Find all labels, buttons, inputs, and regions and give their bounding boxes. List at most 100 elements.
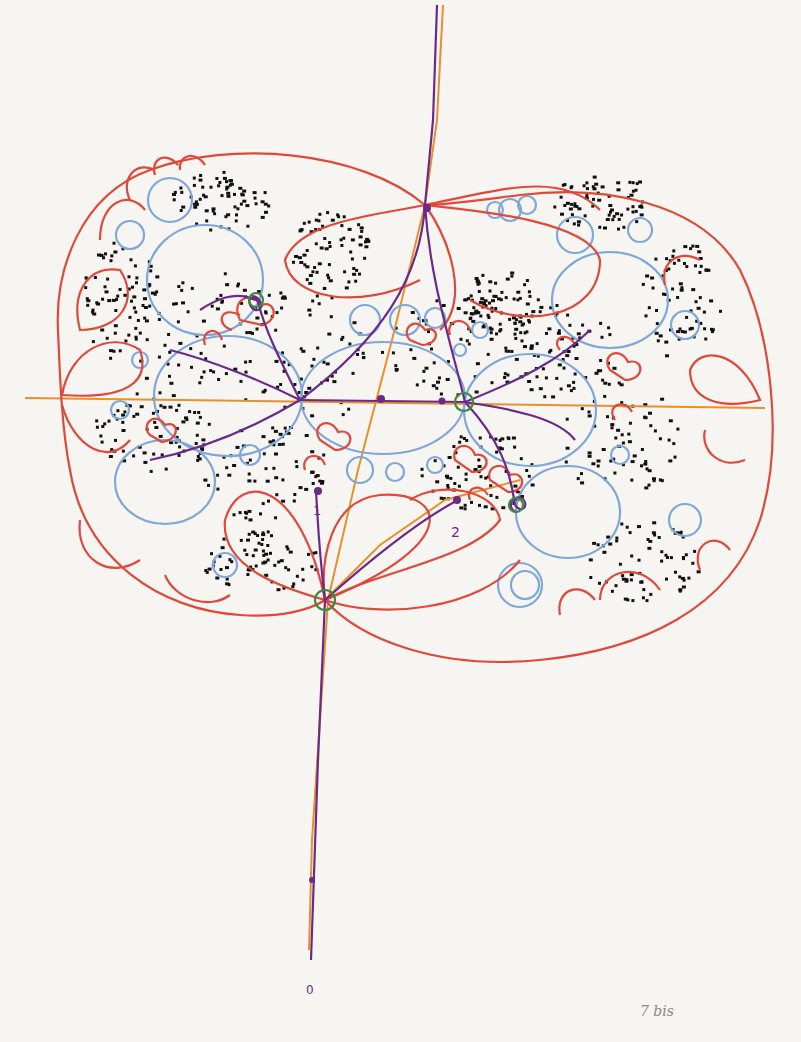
speckle	[109, 349, 113, 352]
speckle	[132, 415, 135, 418]
speckle	[585, 194, 588, 197]
speckle	[536, 342, 539, 345]
speckle	[210, 552, 213, 555]
point-label: 2	[451, 525, 460, 539]
speckle	[267, 500, 270, 503]
speckle	[167, 333, 170, 336]
speckle	[340, 244, 343, 247]
speckle	[345, 286, 349, 289]
speckle	[92, 309, 95, 312]
speckle	[446, 476, 449, 479]
speckle	[320, 482, 324, 485]
speckle	[622, 226, 625, 229]
speckle	[261, 538, 264, 541]
speckle	[570, 186, 573, 189]
speckle	[649, 593, 652, 596]
speckle	[351, 258, 354, 261]
speckle	[225, 283, 229, 286]
speckle	[567, 384, 571, 387]
speckle	[514, 337, 517, 340]
speckle	[672, 442, 675, 445]
speckle	[647, 547, 651, 550]
speckle	[209, 369, 212, 372]
speckle	[411, 311, 415, 314]
speckle	[276, 311, 279, 314]
speckle	[274, 476, 278, 479]
speckle	[465, 298, 468, 301]
speckle	[199, 198, 202, 201]
speckle	[463, 437, 466, 440]
speckle	[644, 416, 648, 419]
speckle	[495, 496, 498, 499]
speckle	[626, 526, 629, 529]
speckle	[681, 330, 684, 333]
speckle	[556, 304, 559, 307]
speckle	[611, 218, 614, 221]
speckle	[505, 296, 508, 299]
speckle	[362, 356, 365, 359]
speckle	[233, 193, 236, 196]
speckle	[195, 442, 198, 445]
speckle	[215, 577, 219, 580]
speckle	[332, 380, 336, 383]
purple-curves	[150, 5, 590, 960]
speckle	[196, 434, 199, 437]
speckle	[633, 454, 637, 457]
speckle	[136, 392, 139, 395]
speckle	[693, 550, 696, 553]
speckle	[261, 533, 265, 536]
speckle	[107, 299, 111, 302]
speckle	[356, 353, 359, 356]
speckle	[348, 343, 351, 346]
speckle	[648, 412, 652, 415]
speckle	[270, 534, 273, 537]
speckle	[471, 320, 475, 323]
speckle	[468, 343, 471, 346]
speckle	[620, 214, 623, 217]
speckle	[225, 466, 228, 469]
speckle	[577, 332, 581, 335]
purple-dots	[309, 204, 461, 883]
speckle	[683, 245, 687, 248]
speckle	[585, 181, 588, 184]
speckle	[199, 416, 202, 419]
speckle	[348, 228, 352, 231]
speckle	[510, 272, 514, 275]
speckle	[277, 588, 281, 591]
speckle	[258, 542, 261, 545]
speckle	[629, 422, 632, 425]
speckle	[326, 274, 329, 277]
speckle	[108, 420, 111, 423]
speckle	[528, 290, 531, 293]
speckle	[682, 586, 686, 589]
speckle	[490, 331, 493, 334]
speckle	[602, 448, 606, 451]
speckle	[243, 549, 246, 552]
speckle	[137, 319, 140, 322]
speckle	[301, 350, 305, 353]
speckle	[367, 240, 370, 243]
speckle	[227, 195, 231, 198]
speckle	[139, 332, 142, 335]
speckle	[480, 475, 483, 478]
speckle	[499, 439, 502, 442]
speckle	[274, 329, 277, 332]
speckle	[248, 533, 251, 536]
speckle	[597, 465, 600, 468]
speckle	[589, 558, 593, 561]
speckle	[197, 411, 200, 414]
speckle	[653, 479, 656, 482]
speckle	[513, 298, 516, 301]
speckle	[221, 300, 224, 303]
speckle	[632, 190, 635, 193]
speckle	[116, 295, 119, 298]
speckle	[313, 266, 316, 269]
speckle	[236, 446, 240, 449]
speckle	[472, 306, 475, 309]
speckle	[577, 224, 580, 227]
speckle	[499, 323, 502, 326]
speckle	[114, 439, 117, 442]
speckle	[185, 418, 188, 421]
speckle	[618, 382, 621, 385]
speckle	[660, 550, 663, 553]
